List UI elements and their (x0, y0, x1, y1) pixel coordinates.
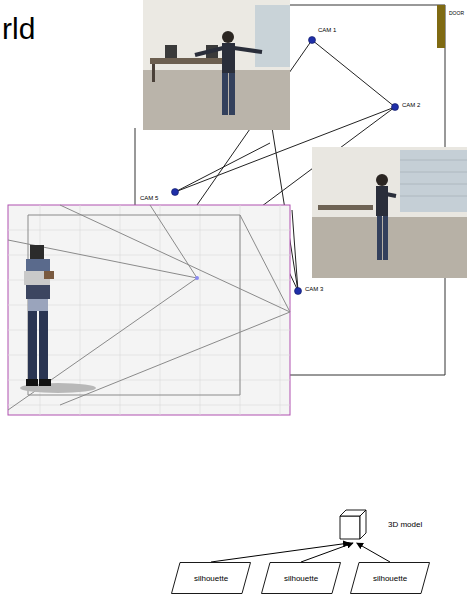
door (437, 5, 445, 48)
camera-label: CAM 1 (318, 27, 336, 33)
node-label: 3D model (388, 520, 422, 529)
arrow-connector (301, 543, 353, 562)
camera-label: CAM 5 (140, 195, 158, 201)
node-label: silhouette (373, 574, 407, 583)
camera-label: CAM 2 (402, 102, 420, 108)
arrow-connector (357, 543, 390, 562)
slide-title: rld (2, 14, 35, 44)
camera-label: CAM 3 (305, 286, 323, 292)
reconstruction-view (8, 205, 290, 415)
cube-icon (338, 508, 368, 540)
silhouette-box: silhouette (350, 562, 430, 594)
model-cube: 3D model (338, 508, 422, 540)
camera-photo (312, 147, 467, 278)
node-label: silhouette (194, 574, 228, 583)
silhouette-box: silhouette (261, 562, 341, 594)
silhouette-box: silhouette (171, 562, 251, 594)
camera-label: DOOR (449, 11, 464, 16)
node-label: silhouette (284, 574, 318, 583)
camera-photo (143, 0, 290, 130)
arrow-connector (211, 543, 349, 562)
